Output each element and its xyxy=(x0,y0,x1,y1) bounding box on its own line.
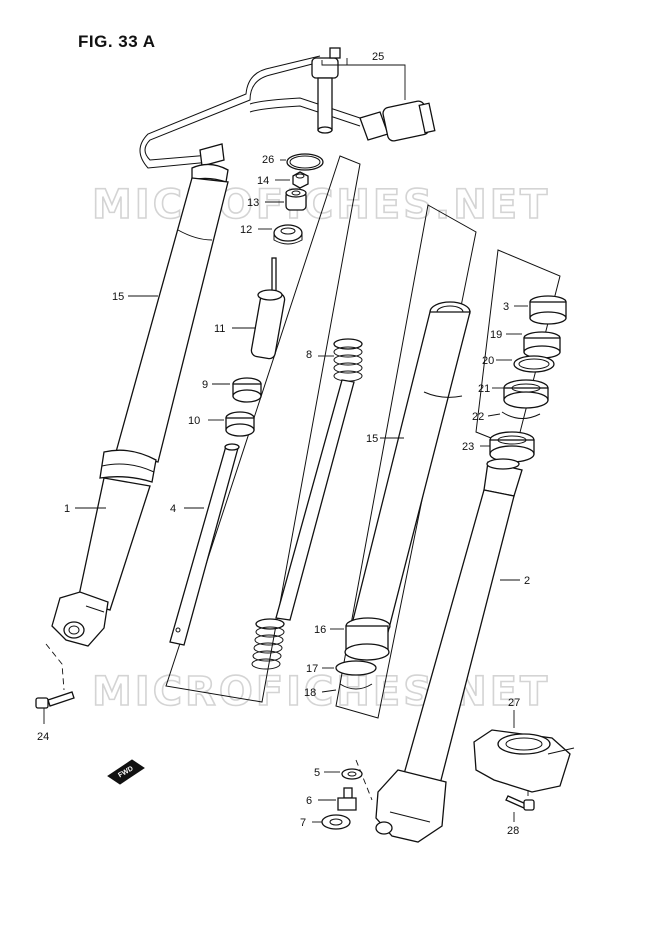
callout-15-center: 15 xyxy=(366,433,378,445)
air-hose-assembly xyxy=(139,47,436,169)
retainer-12 xyxy=(273,224,303,245)
callout-21: 21 xyxy=(478,383,490,395)
callout-22: 22 xyxy=(472,411,484,423)
inner-tube-15 xyxy=(349,301,471,641)
callout-11: 11 xyxy=(214,323,225,335)
clamp-27 xyxy=(473,729,575,793)
callout-23: 23 xyxy=(462,441,474,453)
bushing-3 xyxy=(529,295,567,325)
callout-3: 3 xyxy=(503,301,509,313)
washer-20 xyxy=(513,355,555,373)
callout-14: 14 xyxy=(257,175,269,187)
o-ring-26 xyxy=(286,153,324,171)
callout-28: 28 xyxy=(507,825,519,837)
oil-seal-21 xyxy=(503,379,549,409)
drain-bolt-6 xyxy=(337,787,357,811)
callout-9: 9 xyxy=(202,379,208,391)
left-fork-assembly xyxy=(51,163,229,647)
frame-damper xyxy=(165,155,361,703)
clip-18 xyxy=(339,683,373,690)
damper-cylinder-4 xyxy=(169,443,240,646)
callout-17: 17 xyxy=(306,663,318,675)
callout-27: 27 xyxy=(508,697,520,709)
seal-10 xyxy=(225,411,255,437)
bolt-24 xyxy=(35,691,75,709)
nut-14 xyxy=(292,171,309,189)
callout-4: 4 xyxy=(170,503,176,515)
damper-rod-11 xyxy=(250,257,286,360)
frame-inner-tube xyxy=(335,204,477,719)
callout-5: 5 xyxy=(314,767,320,779)
callout-15-left: 15 xyxy=(112,291,124,303)
collar-13 xyxy=(285,188,307,211)
bolt-28 xyxy=(505,795,535,811)
watermark-top: MICROFICHES.NET xyxy=(92,182,550,228)
spring-8 xyxy=(333,338,363,382)
callout-19: 19 xyxy=(490,329,502,341)
outer-tube-2 xyxy=(375,458,523,843)
clip-22 xyxy=(501,411,541,419)
bush-16 xyxy=(344,617,391,661)
piston-ring-9 xyxy=(232,377,262,403)
callout-26: 26 xyxy=(262,154,274,166)
watermark-bottom: MICROFICHES.NET xyxy=(92,669,550,715)
callout-18: 18 xyxy=(304,687,316,699)
dust-seal-23 xyxy=(489,431,535,463)
gasket-7 xyxy=(321,814,351,830)
bushing-19 xyxy=(523,331,561,359)
callout-24: 24 xyxy=(37,731,49,743)
leader-25 xyxy=(321,58,406,100)
spring-coils-lower xyxy=(251,618,285,670)
washer-5 xyxy=(341,768,363,780)
ring-17 xyxy=(335,660,377,676)
callout-2: 2 xyxy=(524,575,530,587)
fwd-badge: FWD xyxy=(107,759,145,785)
callout-8: 8 xyxy=(306,349,312,361)
callout-16: 16 xyxy=(314,624,326,636)
callout-13: 13 xyxy=(247,197,259,209)
callout-6: 6 xyxy=(306,795,312,807)
callout-20: 20 xyxy=(482,355,494,367)
callout-25: 25 xyxy=(372,51,384,63)
callout-12: 12 xyxy=(240,224,252,236)
callout-7: 7 xyxy=(300,817,306,829)
callout-10: 10 xyxy=(188,415,200,427)
figure-title: FIG. 33 A xyxy=(78,32,156,51)
callout-1: 1 xyxy=(64,503,70,515)
